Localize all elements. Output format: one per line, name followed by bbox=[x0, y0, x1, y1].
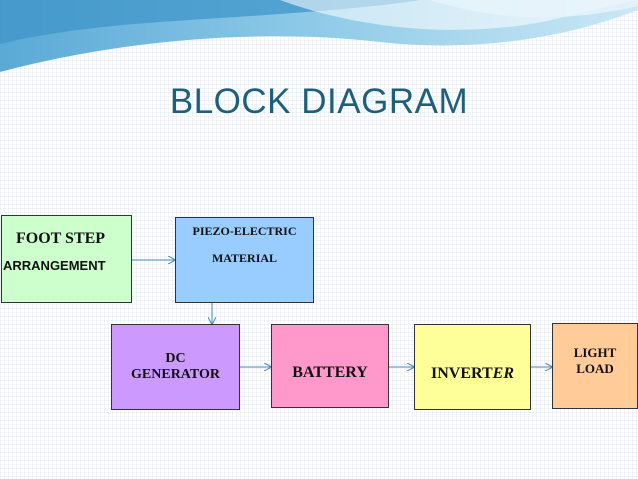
foot-step-block: FOOT STEP ARRANGEMENT bbox=[1, 215, 132, 303]
dc-generator-block: DC GENERATOR bbox=[111, 324, 240, 410]
inverter-label-part2: ER bbox=[492, 365, 514, 382]
dc-generator-label-line1: DC bbox=[165, 351, 186, 366]
inverter-label-part1: INVERT bbox=[430, 365, 493, 382]
dc-generator-label-line2: GENERATOR bbox=[131, 367, 220, 382]
light-load-block: LIGHT LOAD bbox=[552, 323, 638, 409]
page-title: BLOCK DIAGRAM bbox=[169, 82, 469, 121]
foot-step-label-line2: ARRANGEMENT bbox=[3, 257, 106, 273]
foot-step-label-line1: FOOT STEP bbox=[16, 229, 106, 247]
piezo-label-line1: PIEZO-ELECTRIC bbox=[192, 224, 297, 238]
light-load-label-line1: LIGHT bbox=[573, 345, 617, 360]
battery-label: BATTERY bbox=[292, 364, 368, 381]
battery-block: BATTERY bbox=[271, 324, 389, 408]
piezo-label-line2: MATERIAL bbox=[211, 251, 278, 265]
inverter-label: INVERTER bbox=[431, 365, 514, 383]
inverter-block: INVERTER bbox=[414, 324, 531, 410]
header-wave-decoration bbox=[0, 0, 638, 72]
light-load-label-line2: LOAD bbox=[576, 361, 614, 376]
piezo-electric-block: PIEZO-ELECTRIC MATERIAL bbox=[175, 217, 314, 303]
